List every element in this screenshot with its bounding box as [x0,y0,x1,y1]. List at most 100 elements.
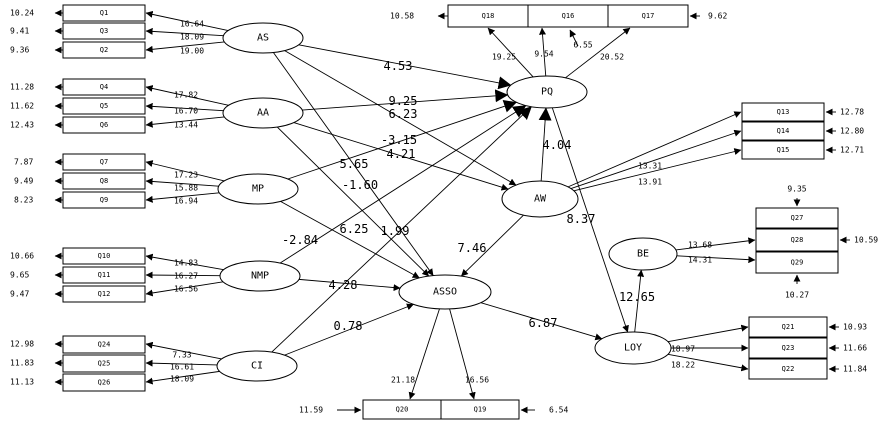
indicator-rect [741,102,825,122]
indicator-box-q10 [62,247,146,265]
edges-layer [54,9,850,414]
indicator-box-q23 [748,337,828,359]
loading-value: 13.31 [638,162,662,171]
path-coefficient: 7.46 [458,241,487,255]
loading-arrow [145,27,224,37]
path-aw-pq [538,107,552,182]
path-aa-aw [293,122,509,191]
loading-arrow [145,41,225,53]
indicator-rect [62,335,146,354]
error-variance: 9.41 [10,27,29,36]
indicator-label: Q20 [396,406,409,414]
loading-arrow [145,10,229,32]
loading-value: 16.27 [174,272,198,281]
loading-arrow [667,324,749,343]
indicator-rect [62,172,146,190]
loading-arrow [487,27,534,78]
loading-arrow [567,111,742,188]
loading-value: 13.44 [174,121,198,130]
loading-arrow [145,370,220,385]
loading-value: 17.23 [174,171,198,180]
construct-mp: MP [217,173,299,205]
loading-value: 14.83 [174,259,198,268]
path-coefficient: -2.84 [282,233,318,247]
path-as-aw [284,50,517,186]
loading-value: 6.55 [573,41,592,50]
error-variance: 9.65 [10,271,29,280]
loading-value: 14.31 [688,256,712,265]
loading-value: 16.94 [174,197,198,206]
error-variance: 12.71 [840,146,864,155]
indicator-label: Q13 [777,108,790,116]
indicator-label: Q7 [100,158,108,166]
loading-arrow [565,27,631,79]
loading-arrow [145,192,220,203]
construct-label: NMP [251,271,269,282]
path-coefficient: 4.28 [329,278,358,292]
indicator-box-q19 [440,399,520,420]
error-variance: 10.27 [785,291,809,300]
indicator-rect [62,285,146,303]
path-coefficient: 1.99 [381,224,410,238]
loading-arrow [145,271,221,279]
indicator-rect [62,247,146,265]
indicator-rect [62,22,146,40]
path-coefficient: -3.15 [381,133,417,147]
construct-ellipse [217,173,299,205]
loading-arrow [667,353,749,372]
error-variance: 11.83 [10,359,34,368]
construct-ellipse [222,22,304,54]
path-loy-be [634,269,645,333]
indicator-box-q28 [755,228,839,252]
error-variance: 10.66 [10,252,34,261]
path-pq-loy [551,107,629,333]
indicator-box-q4 [62,78,146,96]
indicator-label: Q12 [98,290,111,298]
indicator-label: Q1 [100,9,108,17]
path-coefficient: 4.53 [384,59,413,73]
indicator-label: Q9 [100,196,108,204]
indicator-box-q1 [62,4,146,22]
loading-value: 13.68 [688,241,712,250]
error-variance: 11.13 [10,378,34,387]
loading-value: 19.25 [492,53,516,62]
construct-aa: AA [222,97,304,129]
construct-label: BE [637,249,649,260]
indicator-label: Q29 [791,259,804,267]
indicator-label: Q2 [100,46,108,54]
indicator-label: Q19 [474,406,487,414]
indicator-box-q11 [62,266,146,284]
path-aa-pq [302,89,509,111]
indicator-label: Q14 [777,127,790,135]
construct-pq: PQ [506,75,588,109]
indicator-rect [62,373,146,392]
indicator-rect [748,358,828,380]
loading-arrow [449,308,476,400]
indicator-box-q3 [62,22,146,40]
error-variance: 9.47 [10,290,29,299]
indicator-box-q13 [741,102,825,122]
construct-ellipse [506,75,588,109]
indicator-label: Q4 [100,83,108,91]
error-variance: 9.49 [14,177,33,186]
indicator-rect [62,78,146,96]
indicator-box-q25 [62,354,146,373]
indicator-rect [62,266,146,284]
path-nmp-pq [279,105,527,264]
indicator-label: Q22 [782,365,795,373]
indicator-label: Q10 [98,252,111,260]
error-variance: 12.78 [840,108,864,117]
construct-ellipse [501,180,579,218]
indicator-label: Q5 [100,102,108,110]
error-variance: 11.59 [299,406,323,415]
construct-loy: LOY [594,331,672,365]
path-ci-pq [271,106,532,353]
path-coefficient: 6.87 [529,316,558,330]
indicator-label: Q24 [98,341,111,349]
error-variance: 7.87 [14,158,33,167]
loading-arrow [569,29,579,47]
error-variance: 12.80 [840,127,864,136]
indicator-box-q2 [62,41,146,59]
loading-value: 20.52 [600,53,624,62]
